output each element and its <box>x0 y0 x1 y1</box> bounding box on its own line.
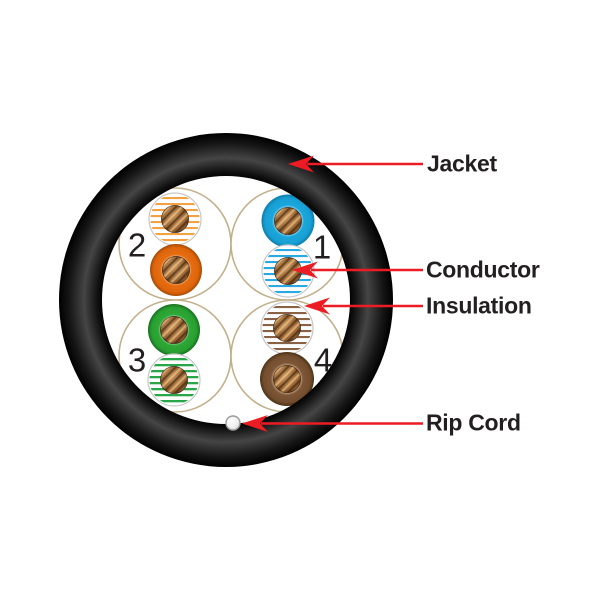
rip-cord-arrowhead-icon <box>242 415 268 432</box>
conductor-sheen <box>161 205 189 233</box>
jacket-label: Jacket <box>427 150 497 177</box>
wire-brown-striped <box>260 301 314 355</box>
rip-cord <box>225 415 241 431</box>
wire-green-solid <box>148 304 200 356</box>
insulation-label: Insulation <box>426 292 532 319</box>
insulation-arrowhead-icon <box>304 297 330 315</box>
insulation-arrow <box>304 297 423 315</box>
conductor-sheen <box>160 366 188 394</box>
pair-2-number: 2 <box>127 226 147 264</box>
conductor-sheen <box>162 256 190 284</box>
conductor-sheen <box>273 365 301 393</box>
pair-circles <box>118 187 344 413</box>
conductor-sheen <box>274 257 302 285</box>
wire-brown-solid <box>260 352 314 406</box>
pair-4-number: 4 <box>313 341 333 379</box>
wire-blue-solid <box>261 194 315 248</box>
jacket-arrow <box>288 155 423 173</box>
conductor-label: Conductor <box>426 256 540 283</box>
pair-1-number: 1 <box>312 228 332 266</box>
wire-orange-solid <box>150 244 202 296</box>
pair-3-number: 3 <box>127 341 147 379</box>
conductor-sheen <box>160 316 188 344</box>
conductor-sheen <box>274 207 302 235</box>
jacket-arrowhead-icon <box>288 155 314 173</box>
conductor-arrowhead-icon <box>292 261 318 279</box>
callout-arrows <box>242 155 423 432</box>
rip-cord-label: Rip Cord <box>426 409 521 436</box>
conductor-sheen <box>273 314 301 342</box>
wire-orange-striped <box>148 192 202 246</box>
wire-green-striped <box>147 353 201 407</box>
rip-cord-arrow <box>242 415 423 432</box>
conductor-arrow <box>292 261 423 279</box>
